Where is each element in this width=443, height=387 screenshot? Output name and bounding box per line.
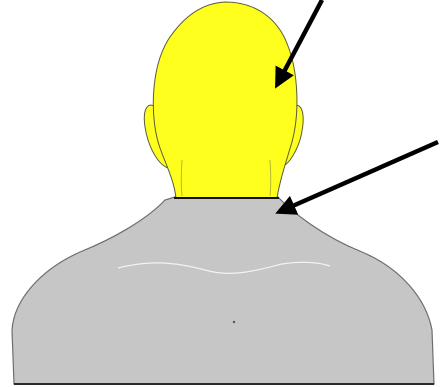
shoulders (12, 196, 434, 384)
back-dot (233, 321, 235, 323)
head (153, 2, 297, 198)
neck-arrow (279, 142, 438, 212)
